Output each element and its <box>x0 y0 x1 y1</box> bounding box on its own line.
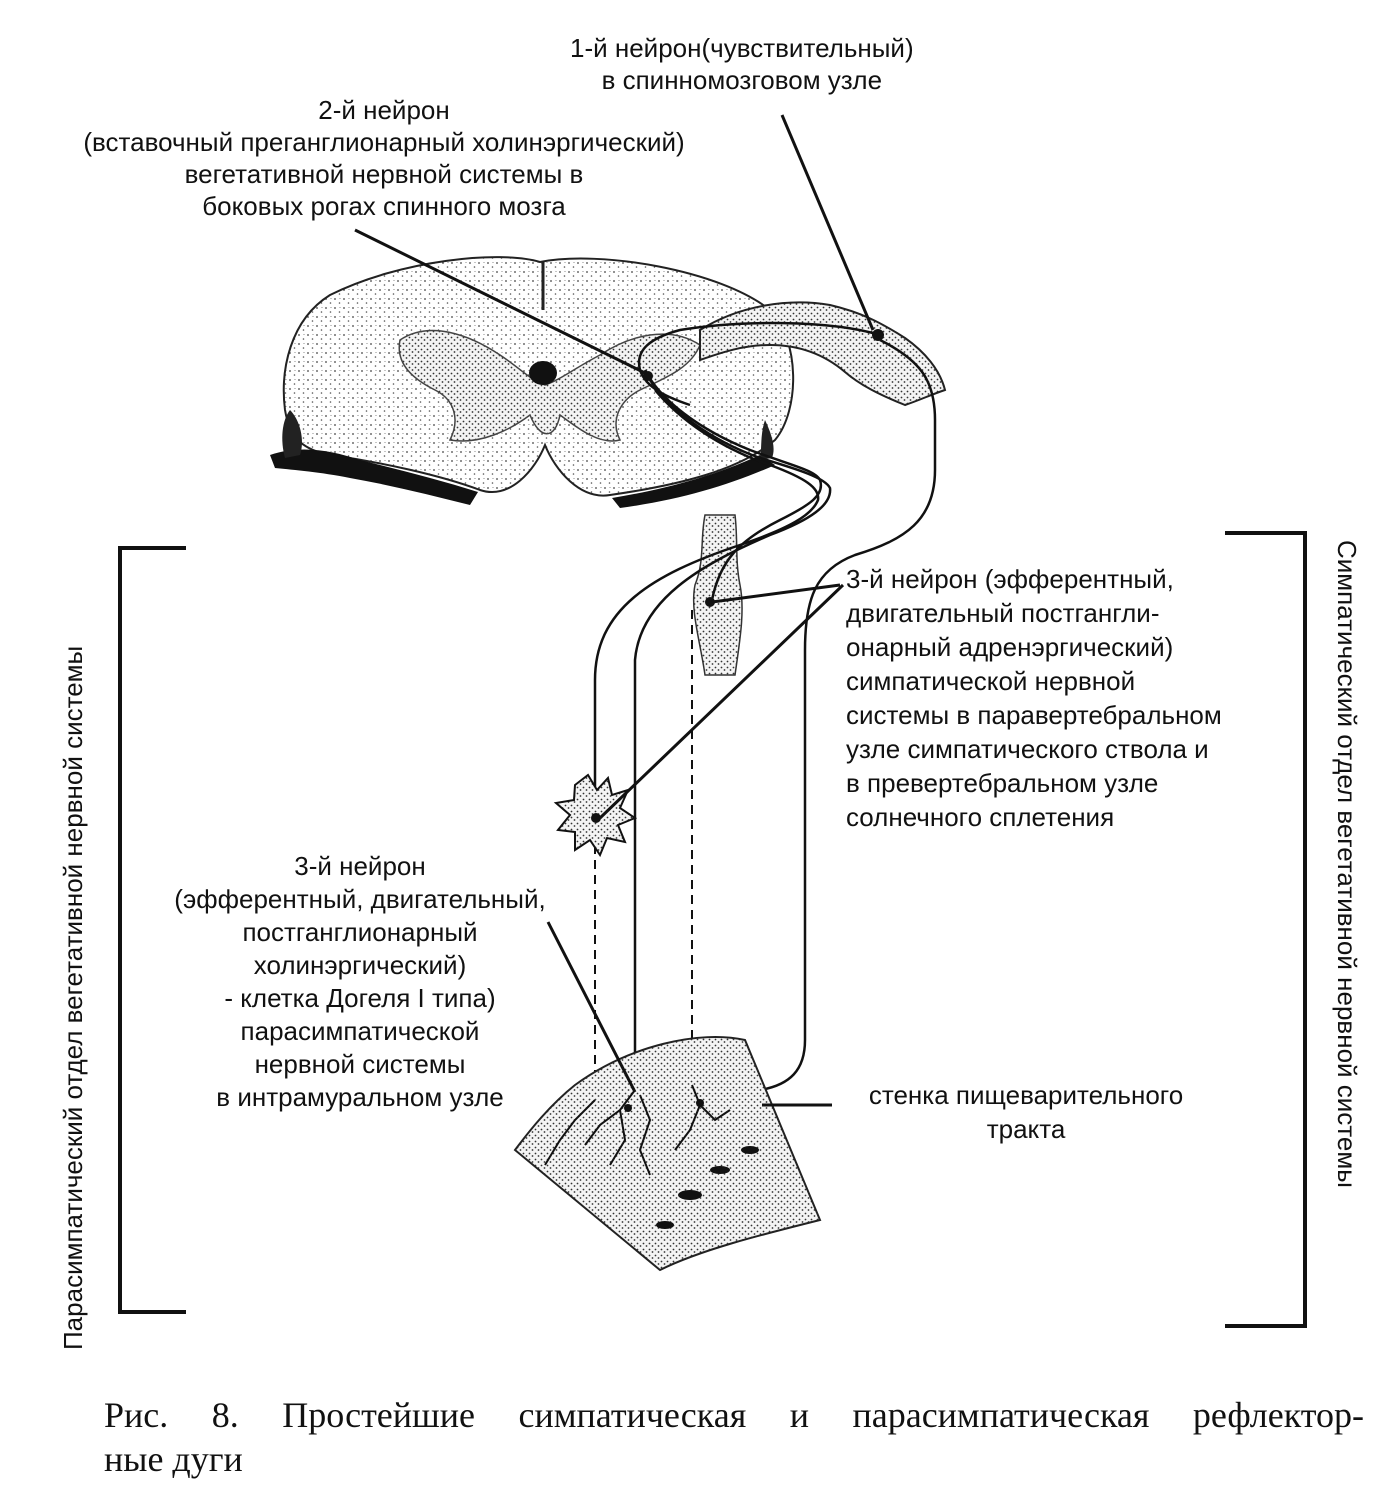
label-line: вегетативной нервной системы в <box>184 159 584 189</box>
label-line: симпатической нервной <box>846 666 1136 696</box>
label-neuron1: 1-й нейрон(чувствительный) в спинномозго… <box>570 32 914 96</box>
label-line: 2-й нейрон <box>318 95 450 125</box>
label-parasympathetic-division: Парасимпатический отдел вегетативной нер… <box>58 645 88 1350</box>
label-digestive-wall: стенка пищеварительного тракта <box>834 1078 1218 1146</box>
label-sympathetic-division: Симпатический отдел вегетативной нервной… <box>1332 540 1362 1188</box>
label-line: постганглионарный <box>242 917 478 947</box>
label-line: стенка пищеварительного <box>868 1080 1184 1110</box>
label-line: узле симпатического ствола и <box>846 734 1209 764</box>
paravertebral-ganglion <box>692 514 743 676</box>
digestive-wall <box>513 1036 822 1272</box>
nerve-fibers <box>593 321 937 1092</box>
label-line: системы в паравертебральном <box>846 700 1222 730</box>
label-line: в превертебральном узле <box>846 768 1159 798</box>
spinal-ganglion <box>699 301 947 407</box>
label-line: 1-й нейрон(чувствительный) <box>570 33 914 63</box>
caption-line-2: ные дуги <box>104 1439 243 1479</box>
label-line: двигательный постгангли- <box>846 598 1160 628</box>
label-line: холинэргический) <box>253 950 467 980</box>
label-line: солнечного сплетения <box>846 802 1115 832</box>
label-line: 3-й нейрон <box>294 851 426 881</box>
spinal-cord-section <box>270 256 795 508</box>
label-neuron3-parasympathetic: 3-й нейрон (эфферентный, двигательный, п… <box>130 850 590 1114</box>
label-line: в интрамуральном узле <box>216 1082 504 1112</box>
figure-caption: Рис. 8. Простейшие симпатическая и парас… <box>104 1393 1364 1481</box>
label-neuron3-sympathetic: 3-й нейрон (эфферентный, двигательный по… <box>846 562 1222 834</box>
neuron-bodies <box>643 329 884 607</box>
brackets <box>118 531 1307 1328</box>
label-line: 3-й нейрон (эфферентный, <box>846 564 1174 594</box>
prevertebral-ganglion-cell <box>553 773 638 858</box>
postganglionic-fibers <box>594 610 693 1100</box>
label-neuron2: 2-й нейрон (вставочный преганглионарный … <box>12 94 756 222</box>
label-line: нервной системы <box>254 1049 466 1079</box>
label-line: в спинномозговом узле <box>601 65 883 95</box>
label-line: тракта <box>986 1114 1066 1144</box>
label-line: боковых рогах спинного мозга <box>202 191 566 221</box>
label-line: (вставочный преганглионарный холинэргиче… <box>83 127 685 157</box>
label-line: парасимпатической <box>240 1016 480 1046</box>
caption-line-1: Рис. 8. Простейшие симпатическая и парас… <box>104 1395 1364 1435</box>
label-line: (эфферентный, двигательный, <box>174 884 546 914</box>
label-line: онарный адренэргический) <box>846 632 1174 662</box>
leader-lines <box>354 114 875 1107</box>
label-line: - клетка Догеля I типа) <box>224 983 496 1013</box>
